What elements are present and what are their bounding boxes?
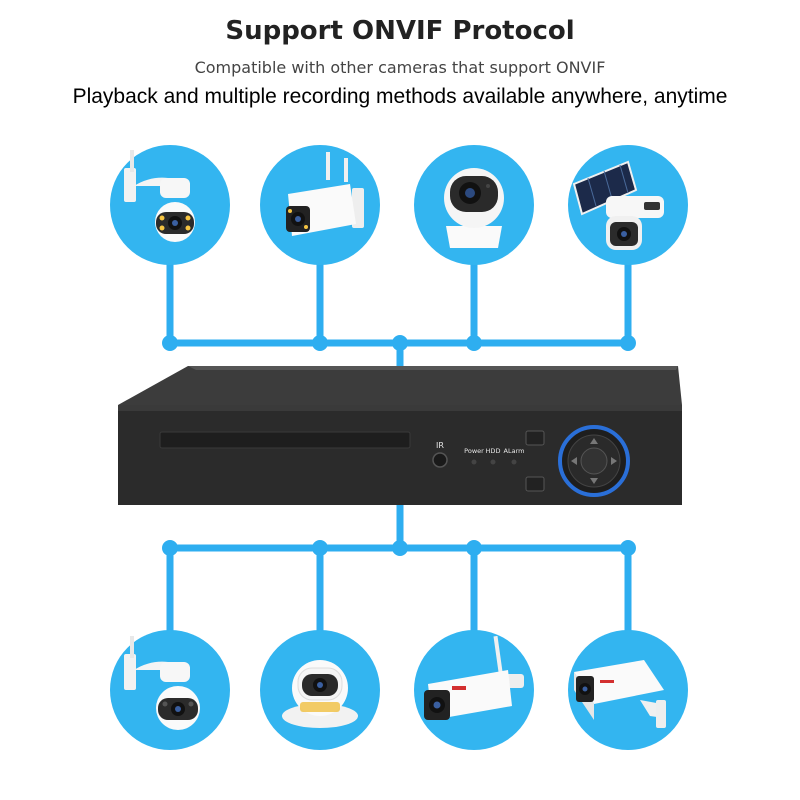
- bottom-connector-nodes: [162, 540, 636, 556]
- bottom-connector-lines: [166, 501, 632, 644]
- indoor-cube-camera-icon: [414, 145, 534, 265]
- ptz-dome-camera-icon: [110, 145, 230, 265]
- dvr-recorder: [118, 366, 682, 505]
- box-bullet-camera-icon: [568, 630, 688, 750]
- tagline: Playback and multiple recording methods …: [72, 85, 728, 108]
- bullet-wifi-camera-icon: [414, 630, 534, 750]
- page-title: Support ONVIF Protocol: [225, 16, 575, 46]
- top-connector-lines: [166, 251, 632, 374]
- ptz-dome-camera-icon: [110, 630, 230, 750]
- bullet-wifi-camera-icon: [260, 145, 380, 265]
- solar-ptz-camera-icon: [568, 145, 688, 265]
- turret-dome-camera-icon: [260, 630, 380, 750]
- alarm-label: ALarm: [504, 447, 525, 455]
- power-label: Power: [464, 447, 484, 455]
- subtitle: Compatible with other cameras that suppo…: [194, 58, 606, 77]
- hdd-label: HDD: [486, 447, 501, 455]
- ir-label: IR: [436, 441, 444, 450]
- top-connector-nodes: [162, 335, 636, 351]
